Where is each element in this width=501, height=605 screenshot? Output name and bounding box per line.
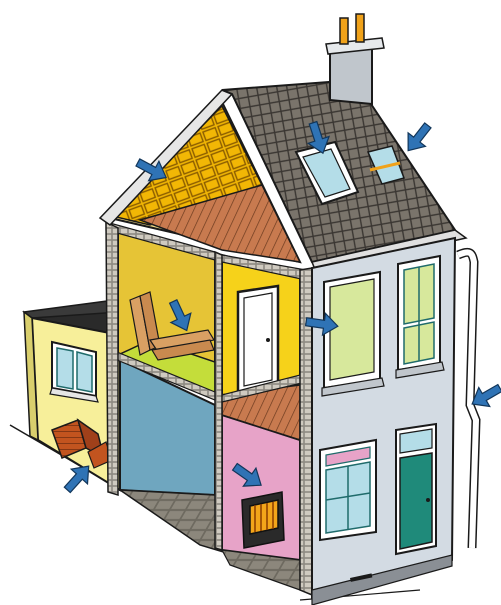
ground-floor-pink-room <box>222 415 300 590</box>
gas-stove <box>242 492 284 548</box>
interior-door <box>238 286 278 392</box>
front-facade <box>312 238 476 605</box>
arrow-roof-window <box>399 119 436 158</box>
upper-floor-landing <box>222 255 300 440</box>
extension-window <box>50 342 98 402</box>
chimney-pot-right <box>356 14 364 42</box>
ground-window <box>320 440 376 540</box>
chimney-pot-left <box>340 18 348 44</box>
front-door <box>396 424 436 554</box>
chimney <box>326 14 384 104</box>
upper-left-window <box>322 272 384 396</box>
upper-right-window <box>396 256 444 378</box>
side-extension <box>24 300 120 490</box>
